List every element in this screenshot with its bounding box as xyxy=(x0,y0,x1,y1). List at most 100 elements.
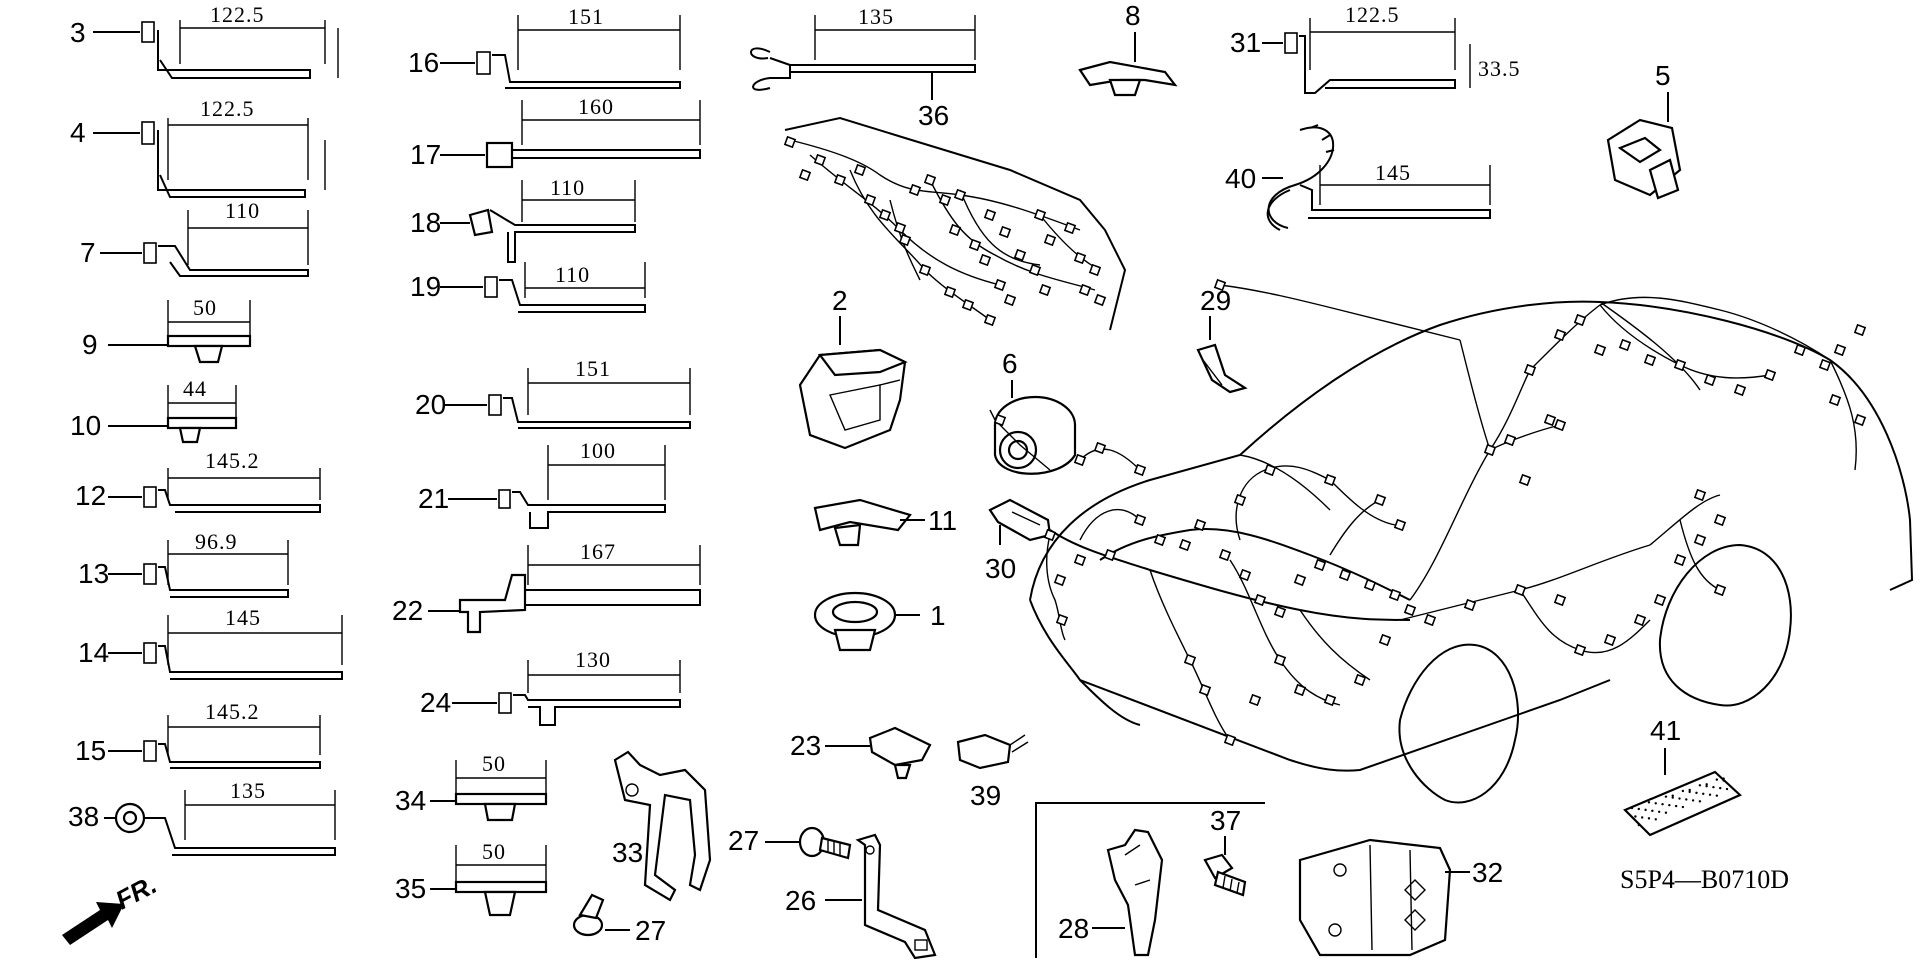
connector xyxy=(1093,441,1107,455)
connector xyxy=(1238,568,1252,582)
connector xyxy=(1673,358,1687,372)
callout-6: 6 xyxy=(1002,348,1018,379)
clip-34: 34 50 xyxy=(395,751,548,822)
connector xyxy=(878,208,892,222)
connector xyxy=(1323,693,1337,707)
connector xyxy=(1293,573,1307,587)
connector xyxy=(1133,513,1147,527)
connector xyxy=(1133,463,1147,477)
callout-38: 38 xyxy=(68,801,99,832)
callout-13: 13 xyxy=(78,558,109,589)
connector xyxy=(1223,733,1237,747)
connector xyxy=(968,238,982,252)
texture-dot xyxy=(1688,788,1691,792)
connector xyxy=(1193,518,1207,532)
clip-4: 4 122.5 xyxy=(70,96,326,198)
texture-dot xyxy=(1654,802,1657,805)
dim-20: 151 xyxy=(575,356,611,381)
connector xyxy=(1518,473,1532,487)
callout-34: 34 xyxy=(395,785,426,816)
connector xyxy=(961,298,975,312)
connector xyxy=(863,193,877,207)
texture-dot xyxy=(1671,796,1674,799)
texture-dot xyxy=(1705,785,1708,788)
connector xyxy=(1853,323,1867,337)
clip-18: 18 110 xyxy=(410,175,636,263)
texture-dot xyxy=(1681,789,1685,793)
texture-dot xyxy=(1651,809,1654,813)
connector xyxy=(1353,673,1367,687)
part-41: 41 xyxy=(1623,715,1742,837)
callout-18: 18 xyxy=(410,207,441,238)
connector xyxy=(1713,583,1727,597)
texture-dot xyxy=(1702,792,1705,795)
connector xyxy=(1253,593,1267,607)
connector xyxy=(1603,633,1617,647)
texture-dot xyxy=(1688,790,1691,794)
connector xyxy=(1063,221,1077,235)
callout-3: 3 xyxy=(70,17,86,48)
connector xyxy=(1053,573,1067,587)
callout-20: 20 xyxy=(415,389,446,420)
dim-38: 135 xyxy=(230,778,266,803)
texture-dot xyxy=(1695,791,1698,795)
connector xyxy=(1313,558,1327,572)
clip-16: 16 151 xyxy=(408,4,681,89)
clip-24: 24 130 xyxy=(420,647,681,726)
connector xyxy=(893,221,907,235)
connector xyxy=(1393,518,1407,532)
part-11: 11 xyxy=(813,498,957,547)
callout-7: 7 xyxy=(80,237,96,268)
dim-31-height: 33.5 xyxy=(1478,56,1521,81)
connector xyxy=(1793,343,1807,357)
part-1: 1 xyxy=(813,591,946,652)
texture-dot xyxy=(1698,800,1702,803)
connector xyxy=(1153,533,1167,547)
connector xyxy=(1593,343,1607,357)
callout-8: 8 xyxy=(1125,0,1141,31)
connector xyxy=(1378,633,1392,647)
texture-dot xyxy=(1674,804,1678,808)
connector xyxy=(1423,613,1437,627)
connector xyxy=(1643,353,1657,367)
clip-38: 38 135 xyxy=(68,778,336,856)
connector xyxy=(1553,328,1567,342)
callout-37: 37 xyxy=(1210,805,1241,836)
texture-dot xyxy=(1657,810,1661,813)
connector xyxy=(938,193,952,207)
connector xyxy=(1028,263,1042,277)
callout-23: 23 xyxy=(790,730,821,761)
texture-dot xyxy=(1705,783,1708,786)
texture-dot xyxy=(1715,778,1719,781)
connector xyxy=(1573,313,1587,327)
front-direction-arrow: FR. xyxy=(62,869,162,945)
connector xyxy=(853,163,867,177)
callout-31: 31 xyxy=(1230,27,1261,58)
callout-40: 40 xyxy=(1225,163,1256,194)
connector xyxy=(1513,583,1527,597)
clip-7: 7 110 xyxy=(80,198,309,277)
part-32: 32 xyxy=(1298,838,1503,957)
part-26: 26 xyxy=(785,833,937,960)
connector xyxy=(1033,208,1047,222)
connector xyxy=(1055,613,1069,627)
clip-9: 9 50 xyxy=(82,295,252,364)
connector xyxy=(1213,278,1227,292)
texture-dot xyxy=(1647,817,1651,820)
sealant-pad-texture xyxy=(1630,777,1729,827)
connector xyxy=(978,253,992,267)
connector xyxy=(1653,593,1667,607)
callout-27-b: 27 xyxy=(635,915,666,946)
dim-7: 110 xyxy=(225,198,260,223)
callout-12: 12 xyxy=(75,480,106,511)
callout-2: 2 xyxy=(832,285,848,316)
connector xyxy=(1673,553,1687,567)
dim-24: 130 xyxy=(575,647,611,672)
connector xyxy=(993,413,1007,427)
callout-16: 16 xyxy=(408,47,439,78)
texture-dot xyxy=(1664,795,1668,798)
callout-41: 41 xyxy=(1650,715,1681,746)
connector xyxy=(983,313,997,327)
connector xyxy=(1233,493,1247,507)
